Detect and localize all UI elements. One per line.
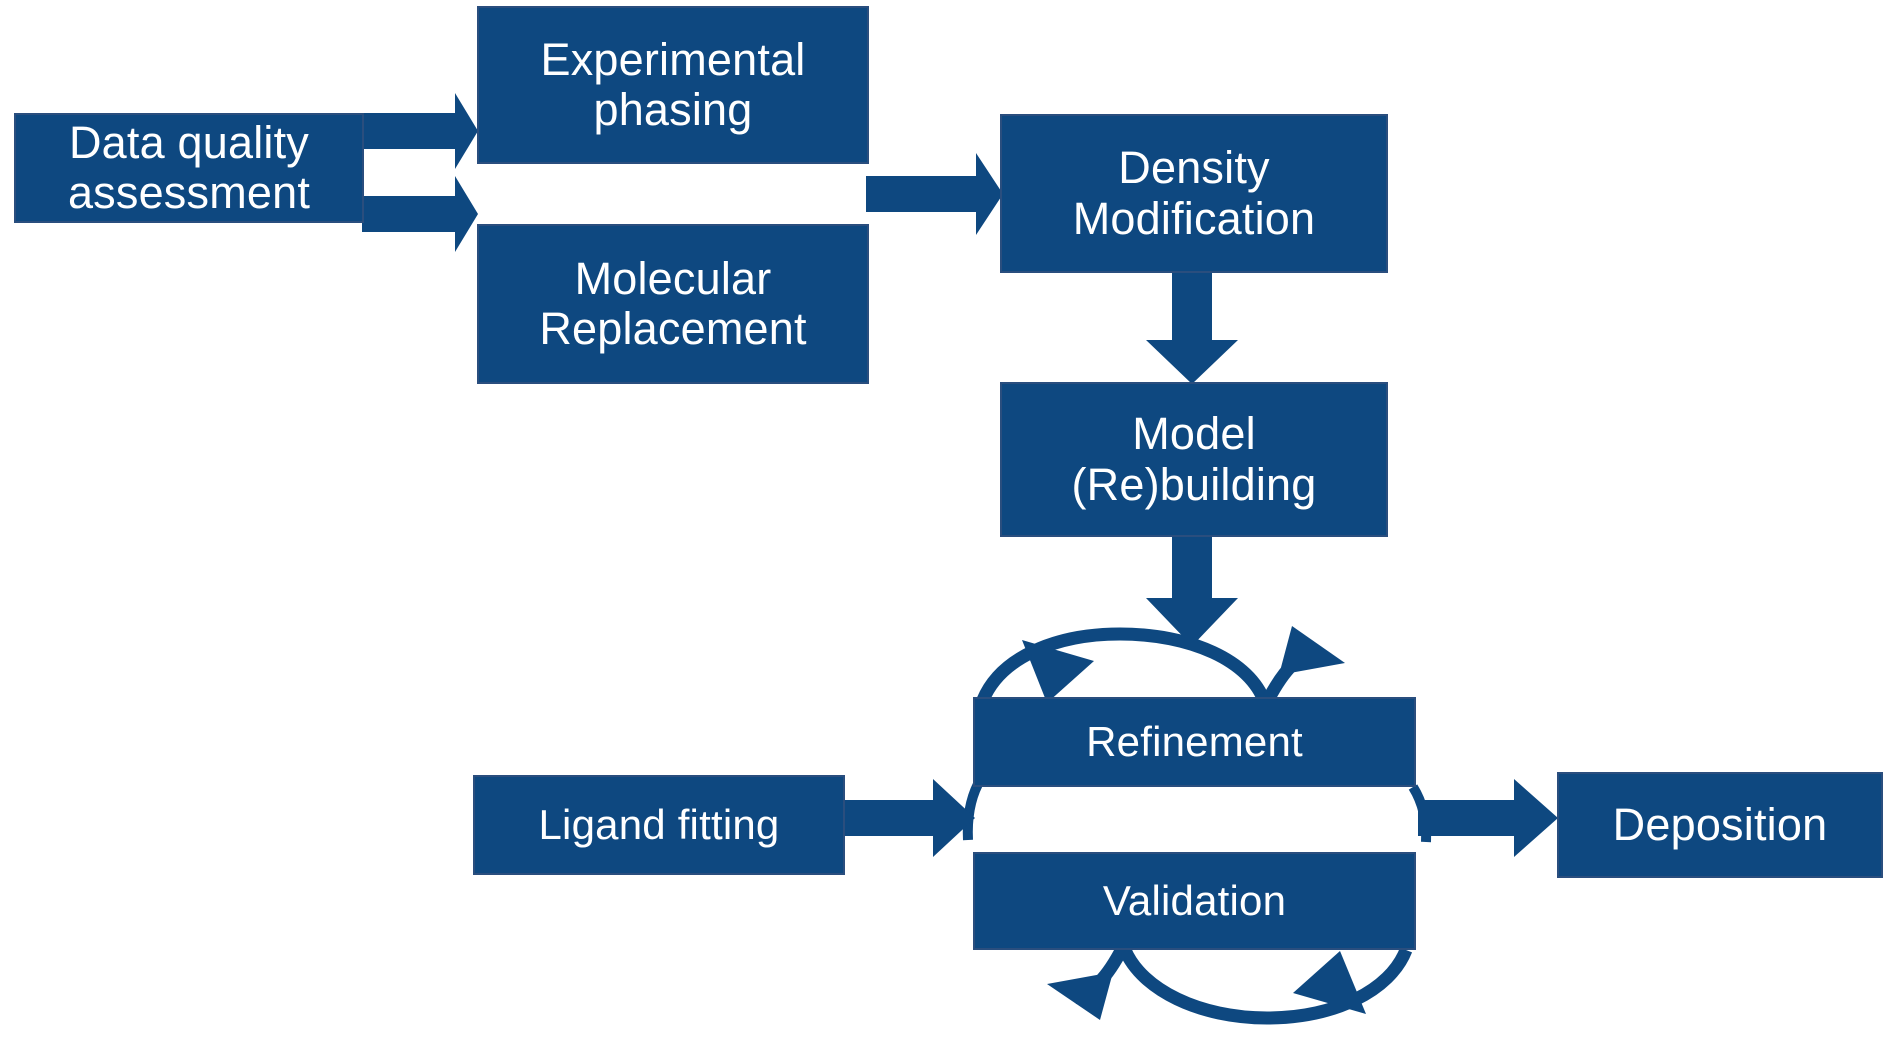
arrow-refinement-to-deposition	[1418, 779, 1558, 857]
node-label: Density Modification	[1072, 142, 1316, 244]
node-label: Model (Re)building	[1071, 408, 1317, 510]
arrow-data-quality-to-molecular-replacement	[362, 176, 478, 252]
node-molecular-replacement[interactable]: Molecular Replacement	[477, 224, 869, 384]
node-label: Experimental phasing	[540, 33, 806, 135]
node-refinement[interactable]: Refinement	[973, 697, 1416, 787]
cycle-ring-left-segment	[962, 781, 983, 841]
node-label: Validation	[1102, 877, 1287, 925]
cycle-arrow-lower-left-arrowhead	[1047, 972, 1113, 1020]
node-deposition[interactable]: Deposition	[1557, 772, 1883, 878]
node-validation[interactable]: Validation	[973, 852, 1416, 950]
cycle-arrow-upper-right-arrowhead	[1279, 626, 1345, 675]
arrow-model-rebuilding-to-refinement	[1146, 537, 1238, 646]
arrow-data-quality-to-experimental-phasing	[362, 93, 478, 169]
node-data-quality-assessment[interactable]: Data quality assessment	[14, 113, 364, 223]
node-label: Deposition	[1612, 798, 1828, 850]
node-label: Data quality assessment	[67, 116, 311, 218]
cycle-arrow-top-arc	[976, 627, 1272, 706]
arrow-ligand-fitting-to-refinement	[843, 779, 975, 857]
cycle-arrow-bottom-arc	[1119, 947, 1413, 1025]
arrow-density-modification-to-model-rebuilding	[1146, 272, 1238, 384]
node-model-rebuilding[interactable]: Model (Re)building	[1000, 382, 1388, 537]
cycle-arrow-top-arrowhead	[1022, 640, 1094, 703]
arrow-molecular-replacement-to-density-modification	[866, 153, 1003, 235]
node-ligand-fitting[interactable]: Ligand fitting	[473, 775, 845, 875]
node-label: Ligand fitting	[538, 801, 780, 849]
node-density-modification[interactable]: Density Modification	[1000, 114, 1388, 273]
node-label: Refinement	[1086, 718, 1303, 766]
node-experimental-phasing[interactable]: Experimental phasing	[477, 6, 869, 164]
cycle-arrow-bottom-arrowhead	[1293, 951, 1366, 1014]
node-label: Molecular Replacement	[539, 252, 807, 354]
